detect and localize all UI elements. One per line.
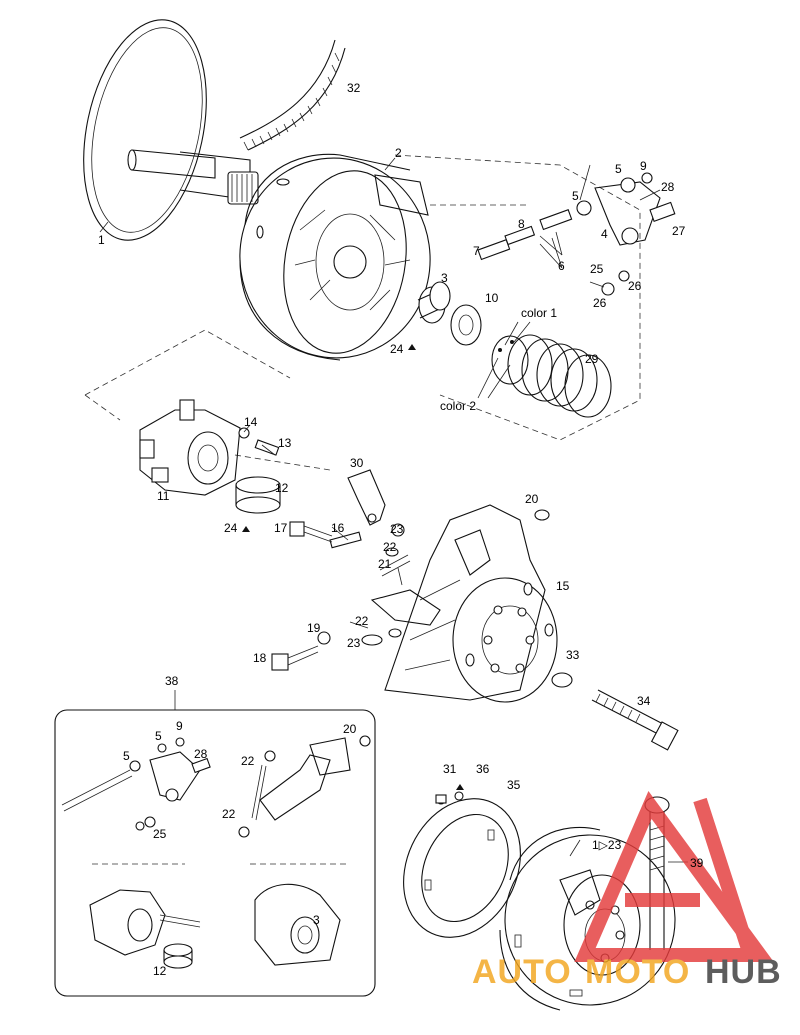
label-part-34: 34 bbox=[637, 694, 651, 708]
part-labels: 1 32 2 5 9 5 28 8 4 27 7 6 25 26 26 3 10… bbox=[98, 81, 686, 708]
label-part-1: 1 bbox=[98, 233, 105, 247]
label-part-9: 9 bbox=[640, 159, 647, 173]
label-kit-22b: 22 bbox=[222, 807, 236, 821]
label-part-32: 32 bbox=[347, 81, 361, 95]
label-kit-12: 12 bbox=[153, 964, 167, 978]
label-part-19: 19 bbox=[307, 621, 321, 635]
label-kit-5a: 5 bbox=[155, 729, 162, 743]
label-part-21: 21 bbox=[378, 557, 392, 571]
label-kit-3: 3 bbox=[313, 913, 320, 927]
watermark-text-moto: MOTO bbox=[585, 953, 690, 991]
sliding-sheave-part-2 bbox=[239, 153, 431, 361]
label-part-4: 4 bbox=[601, 227, 608, 241]
label-part-2: 2 bbox=[395, 146, 402, 160]
label-part-24b: 24 bbox=[224, 521, 238, 535]
autmotohub-watermark: AUTO MOTO HUB bbox=[472, 791, 782, 991]
label-part-22b: 22 bbox=[355, 614, 369, 628]
bolt-part-34 bbox=[591, 689, 679, 751]
label-part-25: 25 bbox=[590, 262, 604, 276]
watermark-text-auto: AUTO bbox=[472, 953, 572, 991]
label-part-38: 38 bbox=[165, 674, 179, 688]
label-part-39: 39 bbox=[690, 856, 704, 870]
ramp-arm-group bbox=[477, 172, 676, 296]
label-part-22a: 22 bbox=[383, 540, 397, 554]
pulley-housing-part-15 bbox=[384, 504, 558, 703]
drive-belt-part-32 bbox=[239, 39, 346, 151]
spider-part-11 bbox=[139, 399, 280, 496]
label-kit-9: 9 bbox=[176, 719, 183, 733]
label-kit-20: 20 bbox=[343, 722, 357, 736]
label-part-11: 11 bbox=[157, 489, 170, 503]
label-part-1-to-23: 1▷23 bbox=[592, 838, 622, 852]
label-part-7: 7 bbox=[473, 244, 480, 258]
label-part-28: 28 bbox=[661, 180, 675, 194]
label-part-14: 14 bbox=[244, 415, 258, 429]
label-part-5b: 5 bbox=[572, 189, 579, 203]
label-color-2: color 2 bbox=[440, 399, 476, 413]
bolt-part-17 bbox=[289, 521, 333, 543]
label-part-10: 10 bbox=[485, 291, 499, 305]
label-part-8: 8 bbox=[518, 217, 525, 231]
label-kit-28: 28 bbox=[194, 747, 208, 761]
label-part-20: 20 bbox=[525, 492, 539, 506]
label-part-24a: 24 bbox=[390, 342, 404, 356]
label-part-35: 35 bbox=[507, 778, 521, 792]
label-part-31: 31 bbox=[443, 762, 457, 776]
label-part-15: 15 bbox=[556, 579, 570, 593]
label-part-6: 6 bbox=[558, 259, 565, 273]
label-part-27: 27 bbox=[672, 224, 686, 238]
small-fasteners-31-36 bbox=[435, 784, 464, 804]
label-part-23a: 23 bbox=[390, 522, 404, 536]
label-color-1: color 1 bbox=[521, 306, 557, 320]
bushing-spring-group bbox=[408, 281, 612, 418]
assembly-frame-upper bbox=[394, 154, 641, 441]
pin-part-16 bbox=[329, 531, 362, 549]
label-part-33: 33 bbox=[566, 648, 580, 662]
watermark-text-hub: HUB bbox=[705, 953, 782, 991]
bushing-part-12 bbox=[235, 476, 281, 532]
ring-part-35 bbox=[403, 791, 521, 938]
label-part-36: 36 bbox=[476, 762, 490, 776]
label-part-16: 16 bbox=[331, 521, 345, 535]
label-part-26b: 26 bbox=[593, 296, 607, 310]
label-kit-25: 25 bbox=[153, 827, 167, 841]
label-part-12: 12 bbox=[275, 481, 289, 495]
kit-box-part-38 bbox=[54, 690, 376, 997]
label-part-17: 17 bbox=[274, 521, 288, 535]
label-part-23b: 23 bbox=[347, 636, 361, 650]
leader-lines bbox=[243, 157, 605, 629]
label-kit-5b: 5 bbox=[123, 749, 130, 763]
label-part-26a: 26 bbox=[628, 279, 642, 293]
kit-labels: 9 5 20 5 28 22 22 25 3 12 bbox=[123, 719, 357, 978]
label-part-3: 3 bbox=[441, 271, 448, 285]
label-part-29: 29 bbox=[585, 352, 599, 366]
fastener-group-middle bbox=[271, 509, 573, 688]
label-kit-22a: 22 bbox=[241, 754, 255, 768]
label-part-18: 18 bbox=[253, 651, 267, 665]
label-part-13: 13 bbox=[278, 436, 292, 450]
assembly-frame-middle bbox=[84, 329, 331, 471]
label-part-5a: 5 bbox=[615, 162, 622, 176]
driven-pulley-assembly bbox=[499, 826, 676, 1011]
lever-part-30 bbox=[347, 469, 386, 526]
fixed-sheave-part-1 bbox=[83, 19, 259, 241]
label-part-30: 30 bbox=[350, 456, 364, 470]
lower-labels: 31 36 35 1▷23 39 bbox=[443, 762, 704, 870]
